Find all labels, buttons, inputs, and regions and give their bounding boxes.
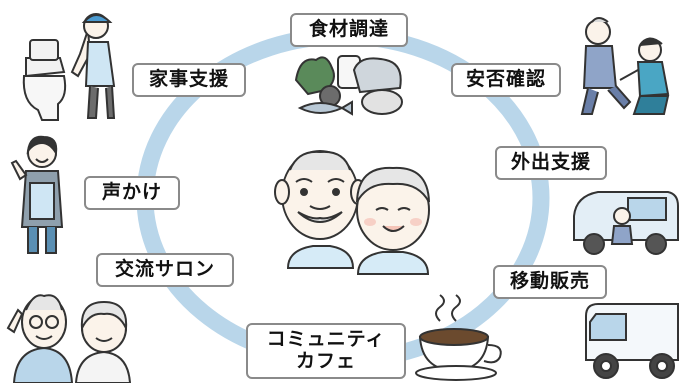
label-outing-support: 外出支援 <box>495 146 607 180</box>
label-text-line1: コミュニティ <box>266 328 386 351</box>
elderly-couple-center <box>274 150 430 275</box>
label-safety-check: 安否確認 <box>451 63 561 97</box>
label-text: 声かけ <box>101 181 162 204</box>
label-community-cafe: コミュニティ カフェ <box>246 323 406 379</box>
label-text-line2: カフェ <box>295 350 356 372</box>
waving-elderly-couple <box>6 294 132 383</box>
groceries <box>294 55 403 116</box>
coffee-cup <box>415 294 502 381</box>
cleaning-woman-toilet <box>22 13 116 121</box>
welfare-van <box>573 191 679 255</box>
label-text: 交流サロン <box>114 258 215 281</box>
label-text: 安否確認 <box>465 68 546 91</box>
delivery-truck <box>585 303 679 379</box>
label-text: 家事支援 <box>148 68 229 91</box>
label-text: 外出支援 <box>510 151 591 174</box>
label-exchange-salon: 交流サロン <box>96 253 234 287</box>
caregiver-kneeling <box>580 17 670 115</box>
label-greeting: 声かけ <box>84 176 180 210</box>
label-text: 食材調達 <box>308 18 389 41</box>
label-housework-support: 家事支援 <box>132 63 246 97</box>
label-food-procurement: 食材調達 <box>290 13 408 47</box>
label-mobile-sales: 移動販売 <box>493 265 607 299</box>
label-text: 移動販売 <box>509 270 590 293</box>
waving-staff-woman <box>10 135 64 254</box>
